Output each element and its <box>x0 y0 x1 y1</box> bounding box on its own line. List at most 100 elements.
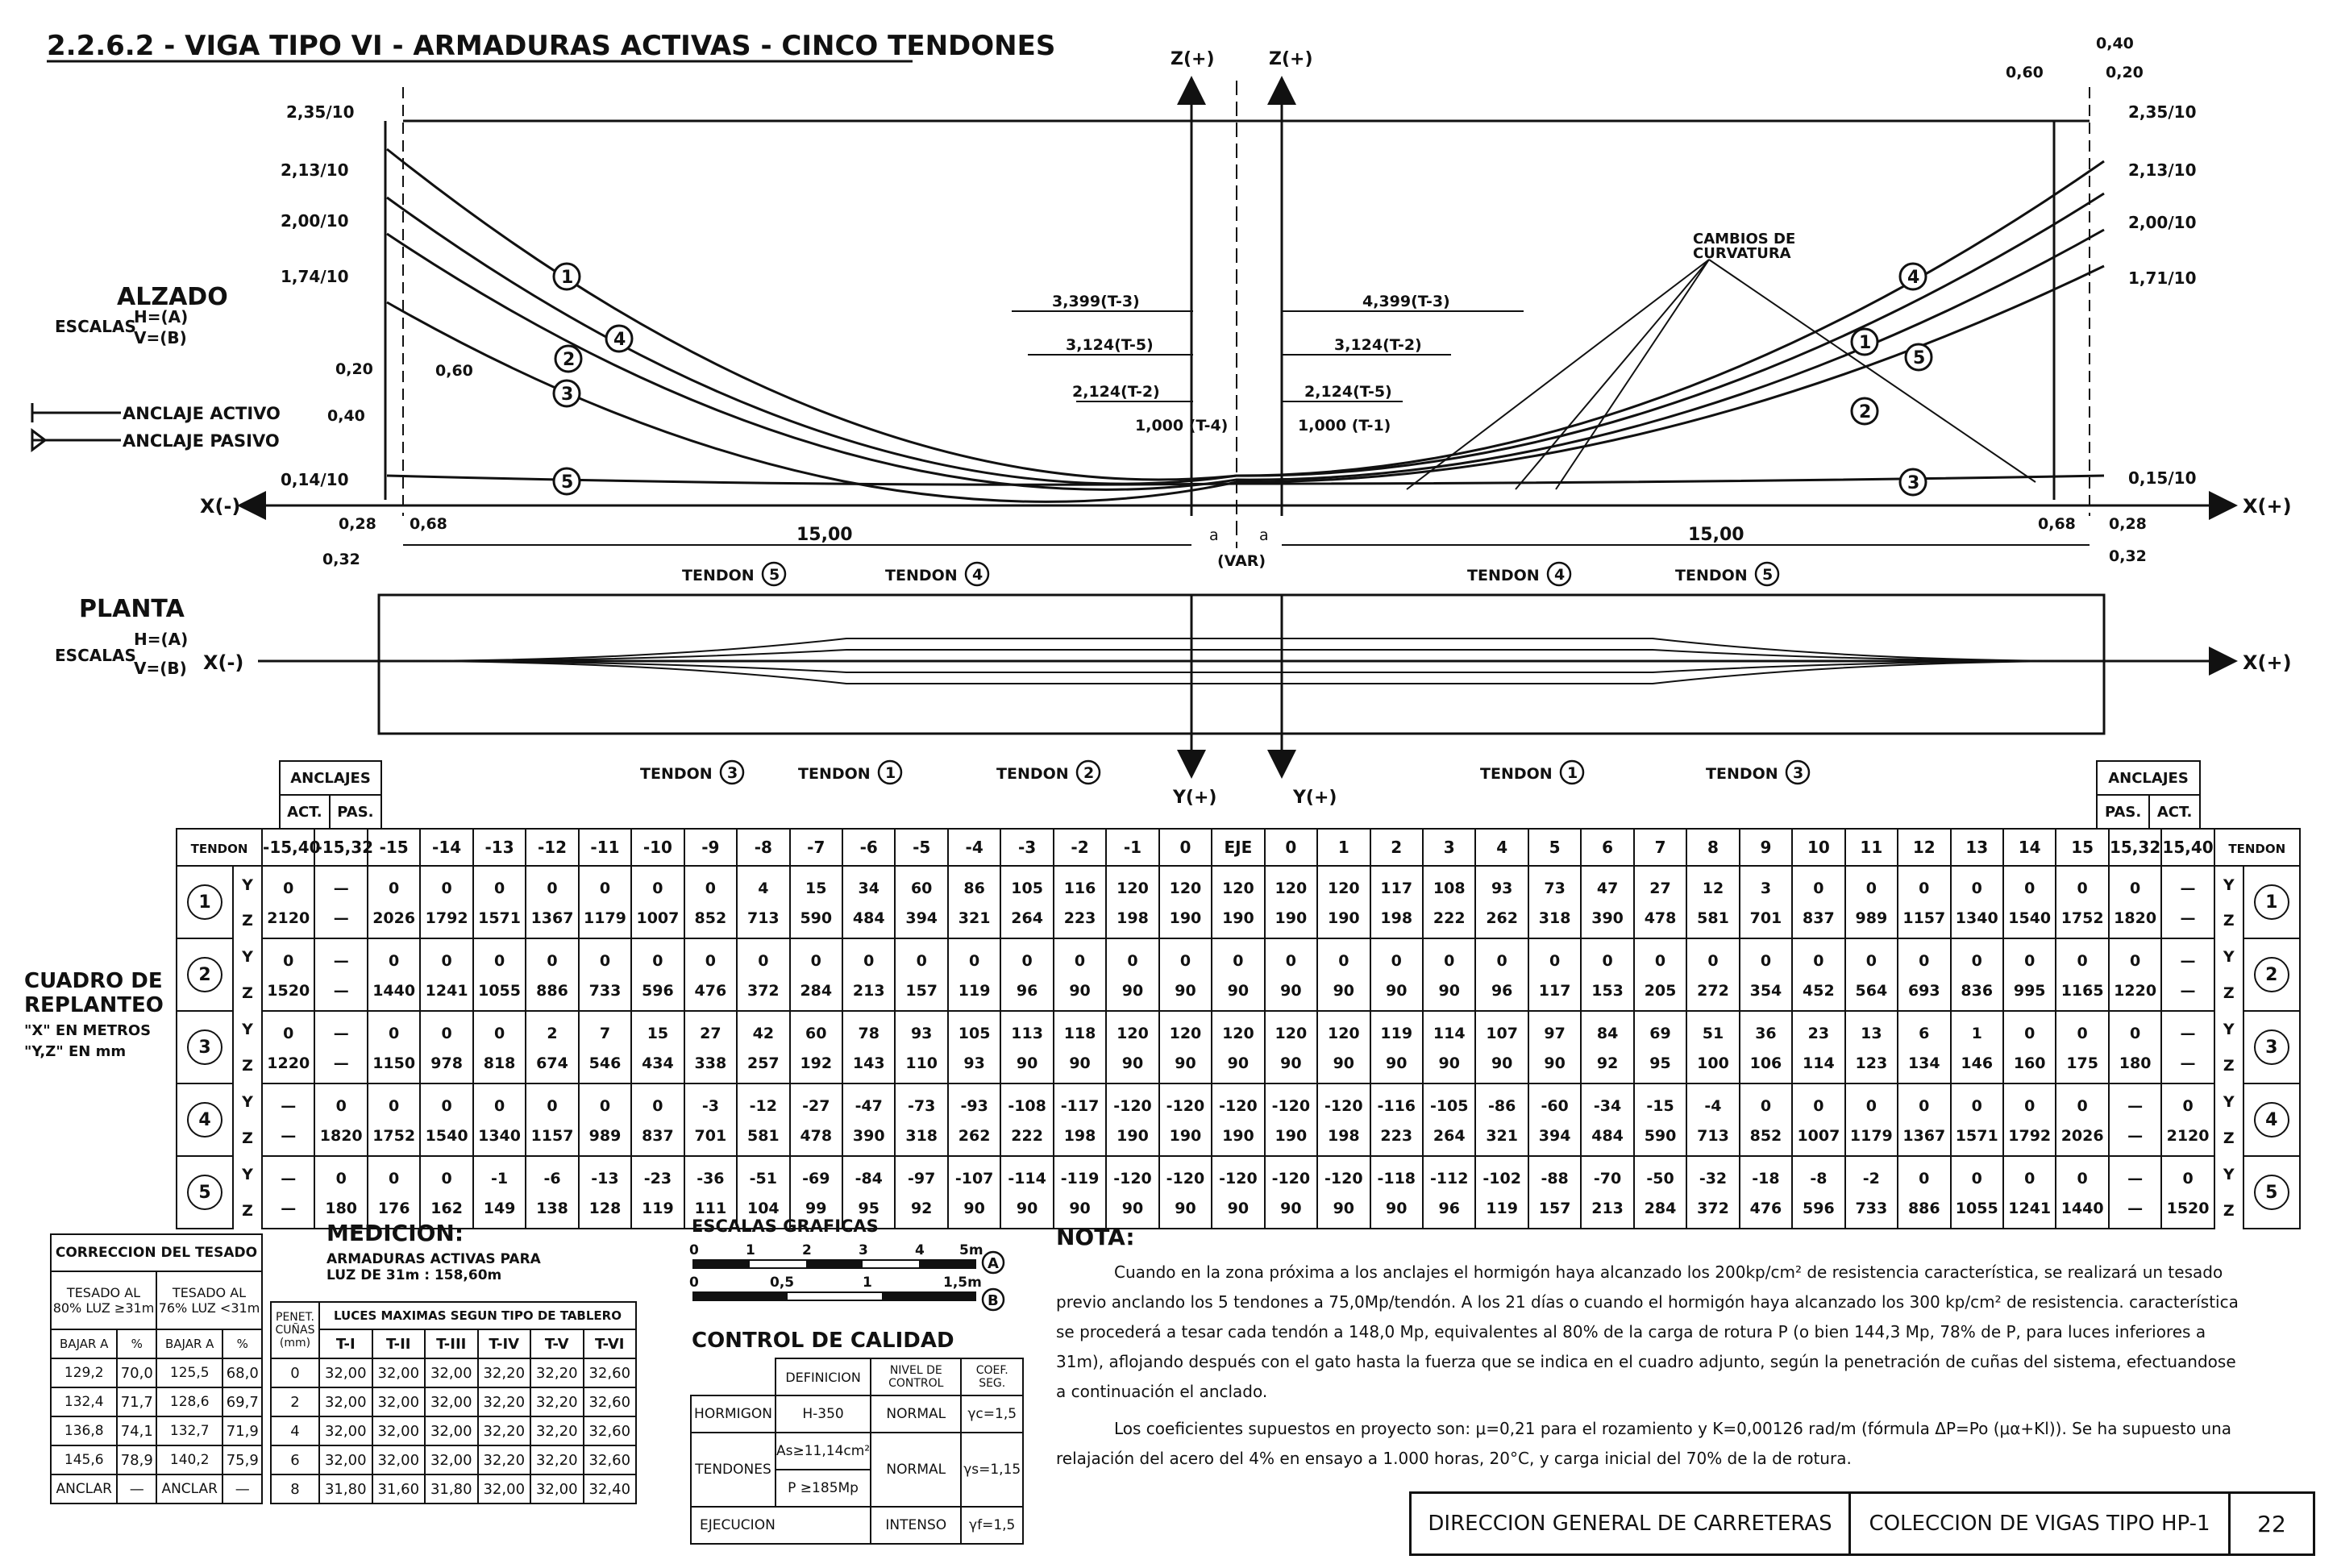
table-cell: 0 <box>2055 1082 2110 1121</box>
tendon-number: 2 <box>187 957 222 992</box>
svg-text:4: 4 <box>972 566 983 584</box>
table-cell: -50 <box>1632 1154 1688 1194</box>
table-cell: 90 <box>1052 975 1108 1012</box>
axis-label: Y <box>231 866 264 904</box>
column-header: 15,40 <box>2160 828 2215 867</box>
table-cell: 0 <box>1000 937 1054 976</box>
svg-text:B: B <box>988 1292 999 1309</box>
tendon-curves <box>386 148 2105 503</box>
header-tendon-right: TENDON <box>2228 842 2286 856</box>
tablero-type: T-IV <box>476 1329 531 1359</box>
table-cell: 71,7 <box>116 1387 157 1417</box>
svg-text:0,68: 0,68 <box>2038 515 2076 533</box>
table-cell: 0 <box>2002 864 2057 904</box>
table-cell: 90 <box>1000 1193 1054 1229</box>
table-cell: -120 <box>1263 1154 1319 1194</box>
table-cell: 0 <box>314 1154 368 1194</box>
table-cell: 205 <box>1632 975 1688 1012</box>
anclajes-header-right: ANCLAJES PAS.ACT. <box>2095 760 2201 830</box>
column-header: -9 <box>683 828 738 867</box>
table-cell: 0 <box>630 1082 685 1121</box>
column-header: -10 <box>630 828 685 867</box>
table-cell: 113 <box>1000 1009 1054 1049</box>
table-cell: 989 <box>1844 903 1899 939</box>
table-cell: -119 <box>1052 1154 1108 1194</box>
table-cell: 180 <box>314 1193 368 1229</box>
axis-z-plus-right: Z(+) <box>1269 49 1313 69</box>
axis-label: Z <box>2213 1193 2244 1229</box>
table-cell: 6 <box>1897 1009 1952 1049</box>
svg-text:4: 4 <box>1554 566 1565 584</box>
table-cell: -27 <box>788 1082 844 1121</box>
table-row: ANCLAR—ANCLAR— <box>49 1474 263 1504</box>
table-cell: 0 <box>683 937 738 976</box>
table-cell: 145,6 <box>49 1445 119 1475</box>
table-cell: 190 <box>1211 1121 1266 1157</box>
alzado-escalas: ESCALAS <box>55 317 136 336</box>
table-cell: -73 <box>894 1082 949 1121</box>
table-cell: 0 <box>841 937 896 976</box>
table-cell: 100 <box>1686 1048 1740 1084</box>
table-cell: 2026 <box>2055 1121 2110 1157</box>
table-cell: -23 <box>630 1154 685 1194</box>
table-cell: 90 <box>1369 975 1424 1012</box>
table-cell: 0 <box>946 937 1002 976</box>
axis-label: Y <box>231 1156 264 1194</box>
footer-page: 22 <box>2257 1510 2286 1537</box>
table-cell: 0 <box>1949 1154 2004 1194</box>
table-cell: 596 <box>630 975 685 1012</box>
tendon-number: 5 <box>187 1175 222 1210</box>
anclajes-header-left: ANCLAJES ACT.PAS. <box>279 760 383 830</box>
curvature-dims: 3,399(T-3) 3,124(T-5) 2,124(T-2) 1,000 (… <box>1012 293 1524 435</box>
table-cell: 96 <box>1421 1193 1477 1229</box>
table-cell: 338 <box>683 1048 738 1084</box>
table-cell: — <box>2160 975 2215 1012</box>
planta-scale-h: H=(A) <box>134 630 188 649</box>
table-cell: 198 <box>1369 903 1424 939</box>
table-cell: 394 <box>894 903 949 939</box>
column-header: -5 <box>894 828 949 867</box>
table-cell: 564 <box>1844 975 1899 1012</box>
table-cell: -97 <box>894 1154 949 1194</box>
table-cell: -6 <box>525 1154 580 1194</box>
table-cell: — <box>116 1474 157 1504</box>
table-cell: 0 <box>1897 864 1952 904</box>
svg-text:1: 1 <box>863 1275 872 1291</box>
svg-text:2,00/10: 2,00/10 <box>2128 213 2196 232</box>
table-cell: 2 <box>270 1387 320 1417</box>
table-cell: 1157 <box>1897 903 1952 939</box>
table-cell: 1820 <box>314 1121 368 1157</box>
svg-text:2: 2 <box>1859 402 1871 422</box>
svg-text:0,32: 0,32 <box>322 551 360 568</box>
svg-text:TENDON: TENDON <box>640 765 713 783</box>
tendon-number: 5 <box>2253 1175 2289 1210</box>
table-cell: 93 <box>894 1009 949 1049</box>
table-cell: — <box>2107 1193 2163 1229</box>
table-cell: 0 <box>1474 937 1529 976</box>
table-cell: 129,2 <box>49 1358 119 1388</box>
table-cell: 192 <box>788 1048 844 1084</box>
table-cell: 0 <box>2160 1082 2215 1121</box>
axis-label: Z <box>2213 1048 2244 1083</box>
table-cell: 90 <box>946 1193 1002 1229</box>
tendon-cell-left: 2 <box>176 938 234 1012</box>
table-cell: 321 <box>1474 1121 1529 1157</box>
table-cell: 0 <box>419 864 474 904</box>
table-cell: 1220 <box>261 1048 316 1084</box>
table-cell: 120 <box>1263 864 1319 904</box>
table-cell: 104 <box>736 1193 791 1229</box>
table-cell: -107 <box>946 1154 1002 1194</box>
axis-label: Y <box>231 1011 264 1049</box>
svg-text:TENDON: TENDON <box>885 567 958 584</box>
column-header: 15 <box>2055 828 2110 867</box>
page-title: 2.2.6.2 - VIGA TIPO VI - ARMADURAS ACTIV… <box>47 30 1055 62</box>
column-header: -13 <box>472 828 527 867</box>
table-cell: 1440 <box>2055 1193 2110 1229</box>
table-cell: 93 <box>946 1048 1002 1084</box>
table-cell: 120 <box>1158 1009 1213 1049</box>
table-cell: 92 <box>894 1193 949 1229</box>
table-cell: 1179 <box>577 903 633 939</box>
